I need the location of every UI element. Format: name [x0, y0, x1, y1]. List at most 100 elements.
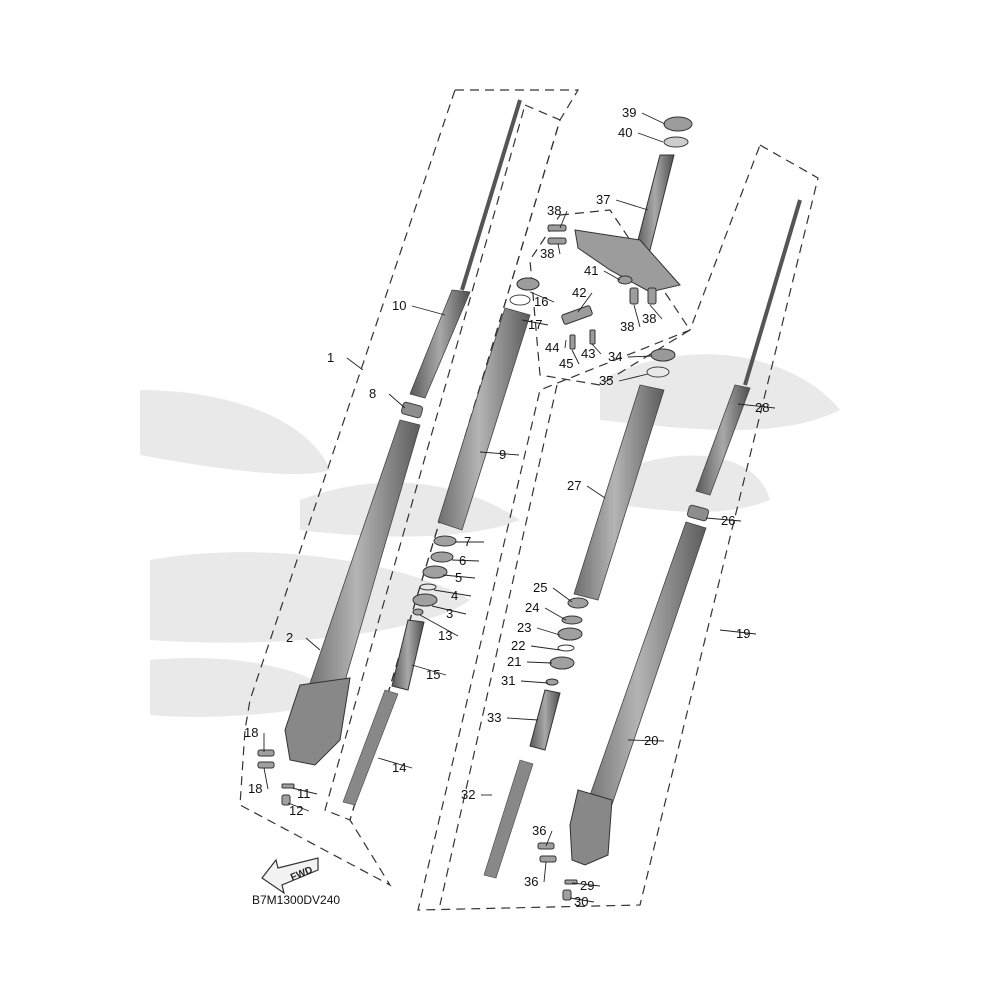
callout-leader-42 [577, 292, 593, 313]
part-42-44-bracket [561, 305, 593, 325]
callout-leader-33 [506, 717, 539, 721]
callout-15: 15 [426, 667, 440, 682]
callout-11: 11 [297, 786, 311, 801]
callout-22: 22 [511, 638, 525, 653]
callout-24: 24 [525, 600, 539, 615]
callout-26: 26 [721, 513, 735, 528]
part-37-stem [635, 154, 675, 251]
left-fork-boundary [239, 89, 580, 887]
callout-2: 2 [286, 630, 293, 645]
callout-leader-28 [737, 403, 776, 409]
callout-18: 18 [248, 781, 262, 796]
callout-14: 14 [392, 760, 406, 775]
callout-21: 21 [507, 654, 521, 669]
part-45 [569, 334, 576, 350]
callout-31: 31 [501, 673, 515, 688]
left-spacer-tube [391, 619, 425, 691]
part-39 [663, 116, 693, 132]
part-38-left-a [547, 224, 567, 232]
callout-38: 38 [540, 246, 554, 261]
callout-leader-29 [571, 882, 601, 887]
part-13 [412, 608, 424, 616]
callout-leader-6 [451, 559, 480, 562]
callout-leader-19 [719, 629, 757, 635]
callout-leader-13 [419, 614, 459, 637]
callout-leader-3 [431, 605, 467, 615]
callout-leader-23 [536, 627, 561, 636]
callout-36: 36 [524, 874, 538, 889]
callout-38: 38 [547, 203, 561, 218]
callout-leader-5 [442, 574, 476, 579]
part-18-top [257, 749, 275, 757]
callout-leader-36 [545, 830, 553, 847]
part-18-bottom [257, 761, 275, 769]
part-23 [557, 627, 583, 641]
callout-leader-16 [529, 291, 555, 303]
callout-leader-10 [411, 305, 446, 316]
left-small-parts [257, 535, 457, 806]
callout-leader-35 [618, 373, 649, 382]
callout-leader-38 [557, 243, 561, 255]
callout-leader-30 [569, 897, 595, 903]
callout-34: 34 [608, 349, 622, 364]
callout-19: 19 [736, 626, 750, 641]
callout-leader-31 [520, 680, 549, 684]
callout-7: 7 [464, 534, 471, 549]
callout-leader-39 [641, 112, 666, 125]
callout-38: 38 [620, 319, 634, 334]
callout-leader-21 [526, 661, 553, 664]
callout-leader-11 [291, 787, 318, 795]
callout-30: 30 [574, 894, 588, 909]
part-4 [419, 583, 437, 591]
callout-leader-40 [637, 132, 664, 143]
callout-36: 36 [532, 823, 546, 838]
callout-10: 10 [392, 298, 406, 313]
part-40 [663, 136, 689, 148]
callout-39: 39 [622, 105, 636, 120]
callout-leader-8 [388, 393, 406, 409]
part-38-right-a [629, 287, 639, 305]
group-boundaries [239, 89, 819, 911]
right-fork-boundary [417, 144, 819, 911]
part-38-right-b [647, 287, 657, 305]
callout-leader-41 [603, 270, 621, 281]
left-spring [342, 689, 399, 806]
callout-leader-44 [564, 339, 567, 349]
callout-leader-27 [586, 485, 606, 499]
right-spring [483, 759, 534, 879]
callout-33: 33 [487, 710, 501, 725]
callout-16: 16 [534, 294, 548, 309]
bracket-boundary [529, 209, 691, 386]
callout-35: 35 [599, 373, 613, 388]
callout-38: 38 [642, 311, 656, 326]
callout-leader-2 [305, 637, 321, 651]
callout-28: 28 [755, 400, 769, 415]
callout-leader-34 [627, 355, 653, 358]
right-small-parts [483, 597, 589, 901]
part-34 [650, 348, 676, 362]
part-12 [281, 794, 291, 806]
part-21 [549, 656, 575, 670]
callout-9: 9 [499, 447, 506, 462]
callout-20: 20 [644, 733, 658, 748]
callout-5: 5 [455, 570, 462, 585]
right-damper-cartridge [695, 384, 751, 496]
left-bushing [400, 401, 424, 419]
right-axle-bracket [569, 789, 613, 866]
left-damper-rod [460, 99, 522, 291]
callout-8: 8 [369, 386, 376, 401]
callout-3: 3 [446, 606, 453, 621]
callout-leader-38 [559, 210, 568, 229]
watermark-logo [140, 354, 840, 717]
callout-41: 41 [584, 263, 598, 278]
part-31 [545, 678, 559, 686]
callout-leader-18 [263, 767, 269, 790]
callout-13: 13 [438, 628, 452, 643]
callout-leader-25 [552, 587, 573, 603]
callout-leader-15 [411, 664, 447, 676]
right-fork-assembly [569, 199, 802, 866]
left-axle-bracket [284, 677, 351, 766]
left-cap-ring [509, 294, 531, 306]
callout-32: 32 [461, 787, 475, 802]
